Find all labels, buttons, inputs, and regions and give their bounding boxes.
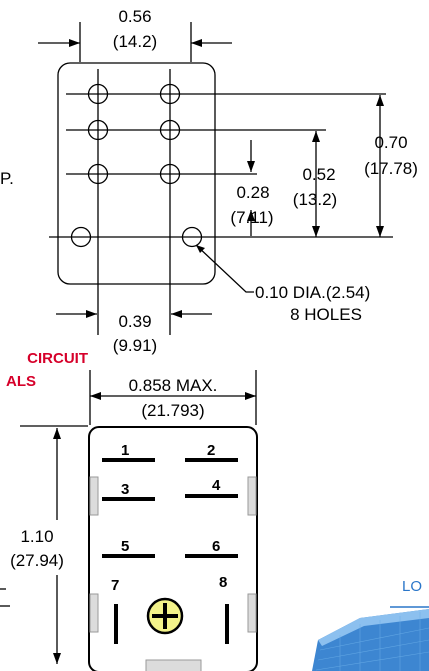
hole [70, 226, 92, 248]
terminal-5-label: 5 [121, 538, 129, 555]
terminal-3-label: 3 [121, 481, 129, 498]
side-tab [89, 593, 99, 633]
bottom-view [0, 370, 257, 664]
left-cut-label: P. [0, 169, 14, 188]
bottom-view-outline [88, 426, 258, 671]
top-width-mm: (14.2) [113, 32, 157, 51]
bottom-tab [145, 659, 202, 671]
hole-callout-line2: 8 HOLES [290, 305, 362, 324]
height-inch: 0.70 [374, 133, 407, 152]
bottom-view-arrowheads [53, 392, 256, 664]
hole [87, 119, 109, 141]
hole [181, 226, 203, 248]
mid-dim-inch: 0.52 [302, 165, 335, 184]
height-mm: (17.78) [364, 159, 418, 178]
bottom-dim-inch: 0.39 [118, 312, 151, 331]
bottom-dim-mm: (9.91) [113, 336, 157, 355]
terminals [102, 458, 238, 644]
side-tab [247, 476, 257, 516]
hole-callout-leader [195, 244, 254, 293]
terminal-1-label: 1 [121, 442, 129, 459]
terminal-7-label: 7 [111, 577, 119, 594]
side-tabs [89, 476, 257, 671]
bottom-height-inch: 1.10 [20, 527, 53, 546]
terminal-8-label: 8 [219, 574, 227, 591]
mid-dim-mm: (13.2) [293, 190, 337, 209]
hole [159, 119, 181, 141]
heading-line1: CIRCUIT [27, 350, 88, 367]
small-dim-inch: 0.28 [236, 183, 269, 202]
bottom-width-inch: 0.858 MAX. [129, 376, 218, 395]
logo-text: LO [402, 578, 422, 595]
top-width-inch: 0.56 [118, 7, 151, 26]
side-tab [247, 593, 257, 633]
screw-icon [146, 597, 184, 635]
terminal-2-label: 2 [207, 442, 215, 459]
terminal-6-label: 6 [212, 538, 220, 555]
hole [159, 163, 181, 185]
top-view-arrowheads [69, 39, 384, 318]
logo: LO [312, 578, 429, 671]
side-tab [89, 476, 99, 516]
top-view [38, 22, 393, 335]
bottom-width-mm: (21.793) [141, 401, 204, 420]
terminal-4-label: 4 [212, 477, 221, 494]
small-dim-mm: (7.11) [230, 208, 273, 227]
hole [159, 83, 181, 105]
heading-line2: ALS [6, 373, 36, 390]
hole [87, 83, 109, 105]
hole-callout-line1: 0.10 DIA.(2.54) [255, 283, 370, 302]
hole [87, 163, 109, 185]
bottom-height-mm: (27.94) [10, 551, 64, 570]
